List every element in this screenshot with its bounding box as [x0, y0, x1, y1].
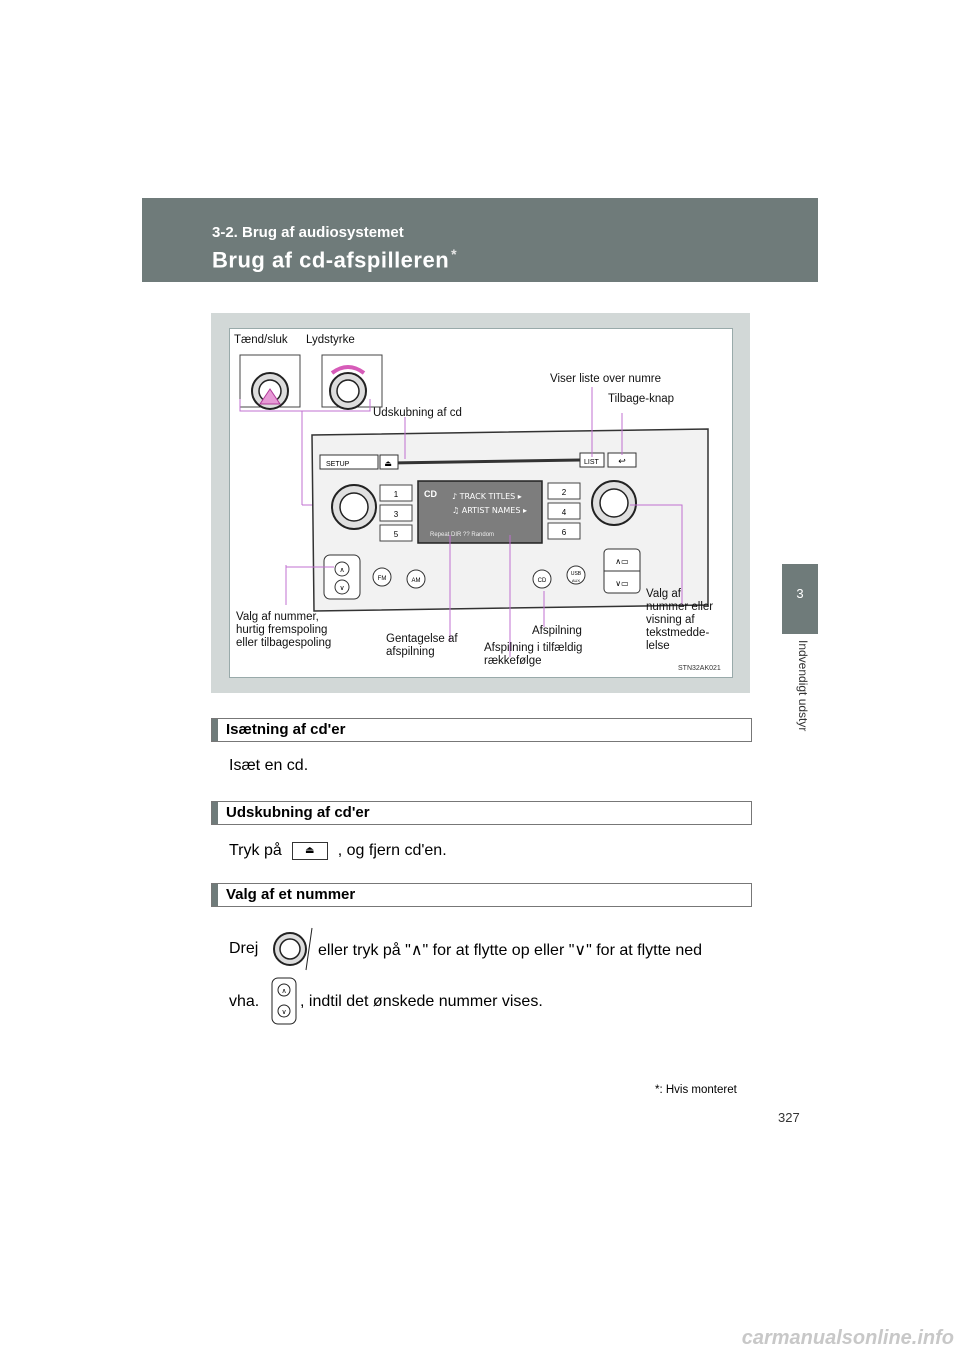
preset-3-label: 3	[394, 510, 399, 519]
screen-cd-label: CD	[424, 489, 437, 499]
figure-frame: SETUP ⏏ LIST ↩ 1 2 3 4 5 6	[229, 328, 733, 678]
select-track-text-2a: vha.	[229, 993, 260, 1010]
fm-button-label: FM	[378, 576, 387, 582]
svg-text:∨: ∨	[281, 1008, 286, 1016]
select-track-text-1b: eller tryk på "∧" for at flytte op eller…	[318, 942, 703, 959]
optional-mark: *	[451, 246, 458, 262]
folder-up-icon: ∧▭	[615, 557, 628, 566]
seek-button-icon: ∧ ∨	[271, 977, 297, 1025]
label-eject: Udskubning af cd	[373, 407, 462, 419]
audio-head-unit: SETUP ⏏ LIST ↩ 1 2 3 4 5 6	[311, 428, 709, 612]
select-track-text-2b: , indtil det ønskede nummer vises.	[300, 993, 543, 1010]
eject-icon: ⏏	[384, 459, 392, 468]
footnote: *: Hvis monteret	[655, 1084, 737, 1096]
figure-code: STN32AK021	[678, 665, 721, 672]
preset-2-label: 2	[562, 488, 567, 497]
label-text-display: Valg af nummer eller visning af tekstmed…	[646, 588, 714, 652]
label-back: Tilbage-knap	[608, 393, 675, 405]
section-eject-cd: Udskubning af cd'er	[211, 801, 752, 825]
audio-panel-illustration: SETUP ⏏ LIST ↩ 1 2 3 4 5 6	[239, 354, 709, 657]
label-list: Viser liste over numre	[550, 373, 661, 385]
chapter-header: 3-2. Brug af audiosystemet Brug af cd-af…	[142, 198, 818, 282]
section-select-track: Valg af et nummer	[211, 883, 752, 907]
screen-track-titles: ♪ TRACK TITLES ▸	[452, 492, 522, 501]
callout-lines	[285, 387, 683, 657]
section-title: Isætning af cd'er	[226, 721, 346, 738]
screen-bottom-row: Repeat DIR ?? Random	[430, 532, 494, 538]
label-track-select: Valg af nummer, hurtig fremspoling eller…	[236, 611, 332, 649]
insert-cd-text: Isæt en cd.	[229, 757, 309, 774]
page-number: 327	[778, 1110, 800, 1125]
chapter-tab[interactable]: 3	[782, 564, 818, 634]
label-play: Afspilning	[532, 625, 582, 637]
am-button-label: AM	[412, 578, 421, 584]
chapter-tab-label: Indvendigt udstyr	[796, 640, 810, 732]
watermark: carmanualsonline.info	[741, 1327, 954, 1349]
eject-cd-text: Tryk på⏏, og fjern cd'en.	[229, 842, 447, 860]
tune-knob-icon	[273, 927, 313, 971]
volume-knob-closeup	[321, 354, 383, 410]
list-button-label: LIST	[584, 459, 600, 466]
label-repeat: Gentagelse af afspilning	[386, 633, 458, 658]
preset-1-label: 1	[394, 490, 399, 499]
usb-button-label: USB	[571, 571, 582, 577]
svg-text:∧: ∧	[281, 987, 286, 995]
power-knob-closeup	[239, 354, 301, 410]
setup-button-label: SETUP	[326, 461, 350, 468]
down-arrow-icon: ∨	[339, 584, 344, 592]
screen-artist-names: ♫ ARTIST NAMES ▸	[452, 506, 527, 515]
label-power: Tænd/sluk	[234, 334, 288, 346]
section-title: Valg af et nummer	[226, 886, 356, 903]
preset-4-label: 4	[562, 508, 567, 517]
back-icon: ↩	[618, 457, 626, 467]
section-title: Udskubning af cd'er	[226, 804, 370, 821]
up-arrow-icon: ∧	[339, 566, 344, 574]
eject-icon: ⏏	[291, 842, 328, 860]
label-volume: Lydstyrke	[306, 334, 355, 346]
label-random: Afspilning i tilfældig rækkefølge	[484, 642, 583, 667]
select-track-text-1: Drej	[229, 940, 259, 957]
cd-player-figure: SETUP ⏏ LIST ↩ 1 2 3 4 5 6	[211, 313, 750, 693]
folder-down-icon: ∨▭	[615, 579, 628, 588]
preset-6-label: 6	[562, 528, 567, 537]
preset-5-label: 5	[394, 530, 399, 539]
page-title: Brug af cd-afspilleren*	[212, 246, 458, 273]
section-insert-cd: Isætning af cd'er	[211, 718, 752, 742]
aux-button-label: AUX	[572, 578, 581, 583]
section-subtitle: 3-2. Brug af audiosystemet	[212, 224, 404, 241]
cd-button-label: CD	[538, 578, 547, 584]
